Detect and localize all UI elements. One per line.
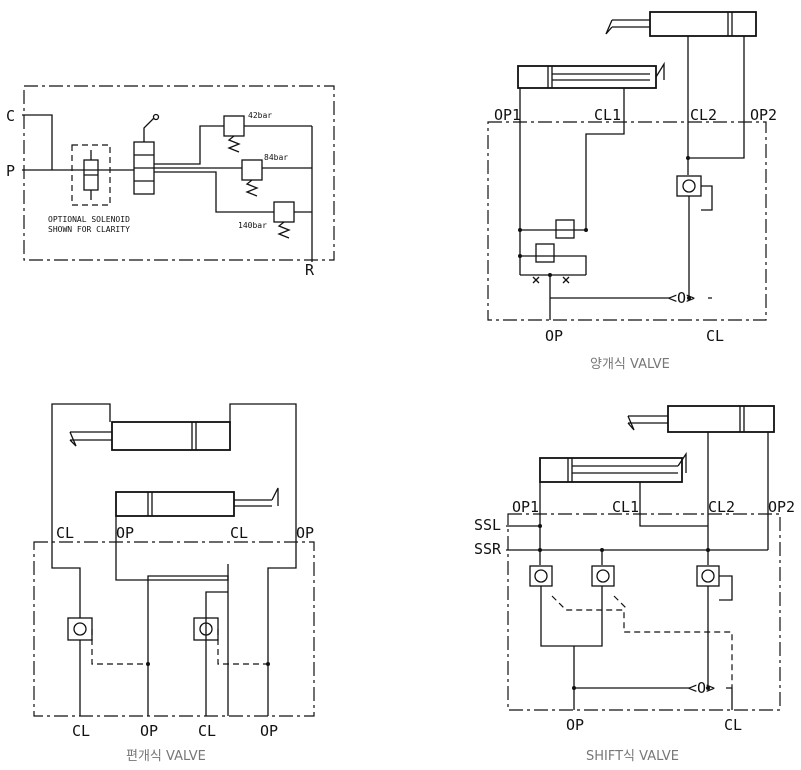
- cl-b1-label: CL: [72, 722, 90, 740]
- lever-icon: [143, 117, 155, 142]
- relief-valve-icon: [535, 243, 555, 263]
- op1-label: OP1: [512, 498, 539, 516]
- op2-label: OP2: [750, 106, 777, 124]
- panel-d-boundary: [507, 513, 781, 711]
- cl-b2-label: CL: [198, 722, 216, 740]
- shuttle-icon: <O>: [688, 679, 715, 697]
- relief-1-label: 42bar: [248, 111, 272, 120]
- cylinder-icon: [539, 457, 683, 483]
- panel-pressure-selector: C P R OPTIONAL SOLENOID SHOWN FOR CLARIT…: [6, 85, 335, 279]
- optional-solenoid-box: [71, 144, 111, 206]
- cylinder-icon: [111, 421, 231, 451]
- cl-top-mid-label: CL: [230, 524, 248, 542]
- panel-double-acting: OP1 CL1 CL2 OP2 <O> OP CL 양개식 VALVE: [487, 11, 777, 372]
- ssl-label: SSL: [474, 516, 501, 534]
- caption-single: 편개식 VALVE: [126, 749, 206, 764]
- cylinder-icon: [649, 11, 757, 37]
- caption-double: 양개식 VALVE: [590, 357, 670, 372]
- relief-valve-icon: [273, 201, 295, 223]
- cl-label: CL: [724, 716, 742, 734]
- op-top-left-label: OP: [116, 524, 134, 542]
- op-top-right-label: OP: [296, 524, 314, 542]
- panel-single-acting: CL OP CL OP CL OP CL OP 편개식 VALVE: [33, 403, 315, 764]
- panel-a-boundary: [23, 85, 335, 261]
- op-b2-label: OP: [260, 722, 278, 740]
- op-label: OP: [566, 716, 584, 734]
- op-b1-label: OP: [140, 722, 158, 740]
- cl-label: CL: [706, 327, 724, 345]
- cl-top-label: CL: [56, 524, 74, 542]
- shuttle-icon: <O>: [668, 289, 695, 307]
- check-valve-icon: [591, 565, 615, 587]
- port-r-label: R: [305, 261, 315, 279]
- cylinder-icon: [667, 405, 775, 433]
- check-valve-icon: [696, 565, 720, 587]
- c-line: [22, 114, 53, 170]
- port-p-label: P: [6, 162, 15, 180]
- port-c-label: C: [6, 107, 15, 125]
- cl1-label: CL1: [594, 106, 621, 124]
- cl1-label: CL1: [612, 498, 639, 516]
- caption-shift: SHIFT식 VALVE: [586, 749, 679, 764]
- op-label: OP: [545, 327, 563, 345]
- relief-valve-icon: [555, 219, 575, 239]
- relief-valve-icon: [241, 159, 263, 181]
- check-valve-icon: [67, 617, 93, 641]
- panel-b-boundary: [487, 121, 767, 321]
- note-line2: SHOWN FOR CLARITY: [48, 225, 130, 234]
- orifice-icon: [532, 276, 570, 284]
- note-line1: OPTIONAL SOLENOID: [48, 215, 130, 224]
- check-valve-icon: [529, 565, 553, 587]
- op2-label: OP2: [768, 498, 795, 516]
- panel-shift: OP1 CL1 CL2 OP2 SSL SSR <O> OP CL SHIFT식…: [474, 405, 795, 764]
- panel-c-boundary: [33, 541, 315, 717]
- check-valve-icon: [676, 175, 702, 197]
- cylinder-icon: [115, 491, 235, 517]
- cl2-label: CL2: [708, 498, 735, 516]
- relief-valve-icon: [223, 115, 245, 137]
- relief-3-label: 140bar: [238, 221, 267, 230]
- cylinder-icon: [517, 65, 657, 89]
- op1-label: OP1: [494, 106, 521, 124]
- cl2-label: CL2: [690, 106, 717, 124]
- ssr-label: SSR: [474, 540, 502, 558]
- relief-2-label: 84bar: [264, 153, 288, 162]
